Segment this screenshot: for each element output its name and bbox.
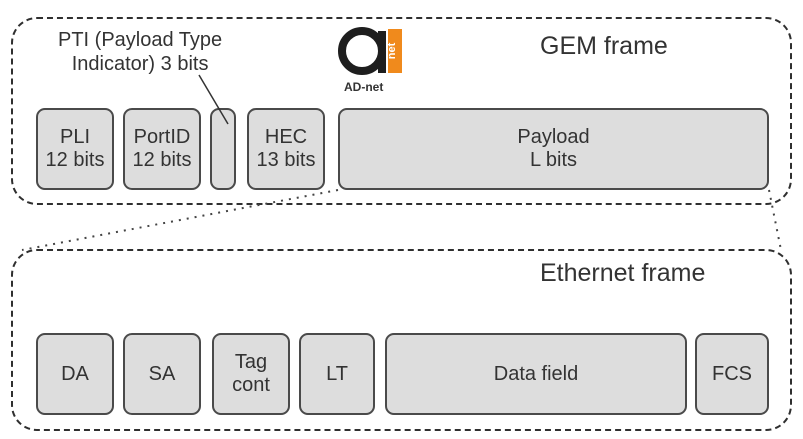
gem-frame [11, 17, 792, 205]
tag-cont-line1: Tag [234, 351, 268, 374]
lt-name: LT [326, 362, 348, 385]
payload-name: Payload [517, 126, 590, 149]
fcs-field: FCS [695, 333, 769, 415]
tag-cont-field: Tag cont [212, 333, 290, 415]
hec-field: HEC 13 bits [247, 108, 325, 190]
hec-size: 13 bits [256, 149, 316, 171]
payload-field: Payload L bits [338, 108, 769, 190]
portid-name: PortID [133, 126, 191, 149]
portid-field: PortID 12 bits [123, 108, 201, 190]
data-field: Data field [385, 333, 687, 415]
da-field: DA [36, 333, 114, 415]
pti-label: PTI (Payload Type Indicator) 3 bits [58, 28, 222, 76]
pli-name: PLI [59, 126, 91, 149]
da-name: DA [61, 362, 89, 385]
tag-cont-line2: cont [232, 374, 270, 396]
portid-size: 12 bits [132, 149, 192, 171]
pli-size: 12 bits [45, 149, 105, 171]
fcs-name: FCS [712, 362, 752, 385]
payload-size: L bits [529, 149, 578, 171]
hec-name: HEC [264, 126, 308, 149]
sa-field: SA [123, 333, 201, 415]
pti-field [210, 108, 236, 190]
ethernet-frame [11, 249, 792, 431]
adnet-logo-mark: net [338, 27, 402, 75]
pti-pointer-line [198, 74, 229, 125]
adnet-logo-text: AD-net [344, 80, 384, 94]
data-field-name: Data field [493, 362, 579, 385]
gem-frame-title: GEM frame [540, 32, 668, 60]
adnet-logo: net AD-net [338, 27, 412, 97]
ethernet-frame-title: Ethernet frame [540, 259, 706, 287]
pti-label-line1: PTI (Payload Type [58, 29, 223, 51]
logo-mark-text: net [386, 42, 398, 59]
pli-field: PLI 12 bits [36, 108, 114, 190]
sa-name: SA [148, 362, 176, 385]
pti-label-line2: Indicator) 3 bits [71, 53, 209, 75]
payload-right-dotted-line [768, 189, 782, 251]
lt-field: LT [299, 333, 375, 415]
payload-left-dotted-line [21, 189, 339, 251]
